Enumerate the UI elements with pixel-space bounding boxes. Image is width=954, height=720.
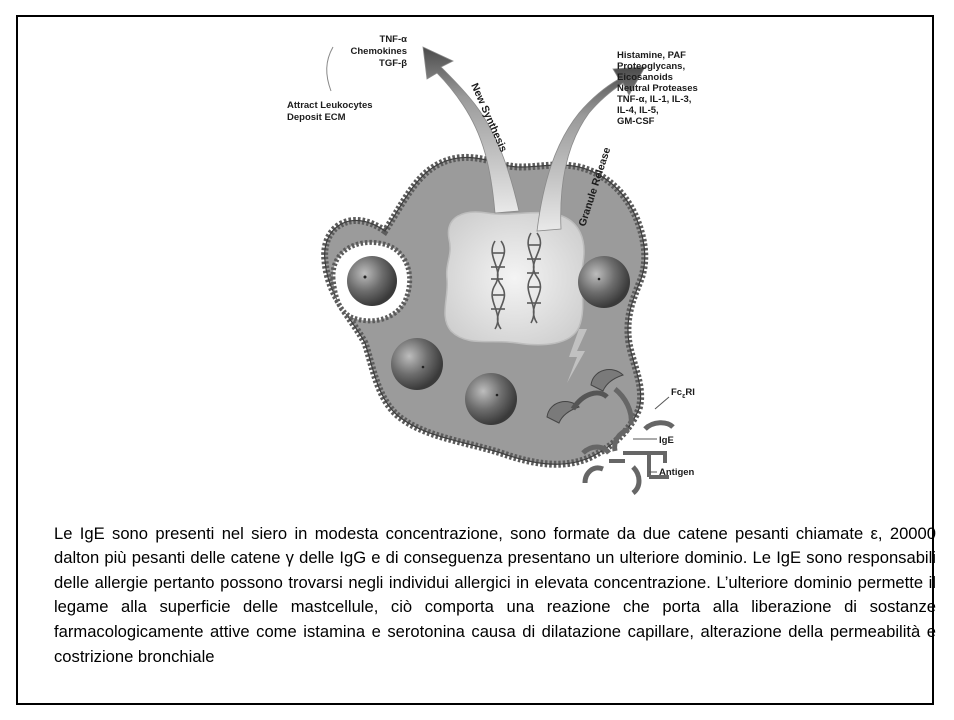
granule-icon (347, 256, 397, 306)
product-tnf: TNF-α (380, 34, 408, 45)
release-product: TNF-α, IL-1, IL-3, (617, 94, 691, 105)
receptor-label: FcεRI (655, 387, 695, 409)
ige-label-group: IgE (633, 435, 674, 446)
ige-label: IgE (659, 435, 674, 446)
release-product: IL-4, IL-5, (617, 105, 659, 116)
granule-icon (391, 338, 443, 390)
mast-cell-figure: New Synthesis Granule Release (273, 17, 731, 495)
effect-deposit-ecm: Deposit ECM (287, 112, 346, 123)
release-product: Neutral Proteases (617, 83, 698, 94)
svg-text:FcεRI: FcεRI (671, 387, 695, 400)
release-product: Eicosanoids (617, 72, 673, 83)
caption-text: Le IgE sono presenti nel siero in modest… (54, 522, 936, 670)
antigen-label: Antigen (659, 467, 695, 478)
new-synthesis-effects: Attract Leukocytes Deposit ECM (287, 100, 373, 123)
granule-icon (578, 256, 630, 308)
product-chemokines: Chemokines (351, 46, 408, 57)
granule-icon (465, 373, 517, 425)
receptor-label-end: RI (685, 387, 695, 398)
nucleus (445, 212, 584, 345)
new-synthesis-products: TNF-α Chemokines TGF-β (327, 34, 407, 91)
release-product: Histamine, PAF (617, 50, 686, 61)
effect-attract-leukocytes: Attract Leukocytes (287, 100, 373, 111)
slide-frame: New Synthesis Granule Release (16, 15, 934, 705)
product-tgf: TGF-β (379, 58, 407, 69)
release-product: GM-CSF (617, 116, 655, 127)
granule-release-products: Histamine, PAF Proteoglycans, Eicosanoid… (617, 50, 698, 127)
release-product: Proteoglycans, (617, 61, 685, 72)
receptor-label-main: Fc (671, 387, 682, 398)
